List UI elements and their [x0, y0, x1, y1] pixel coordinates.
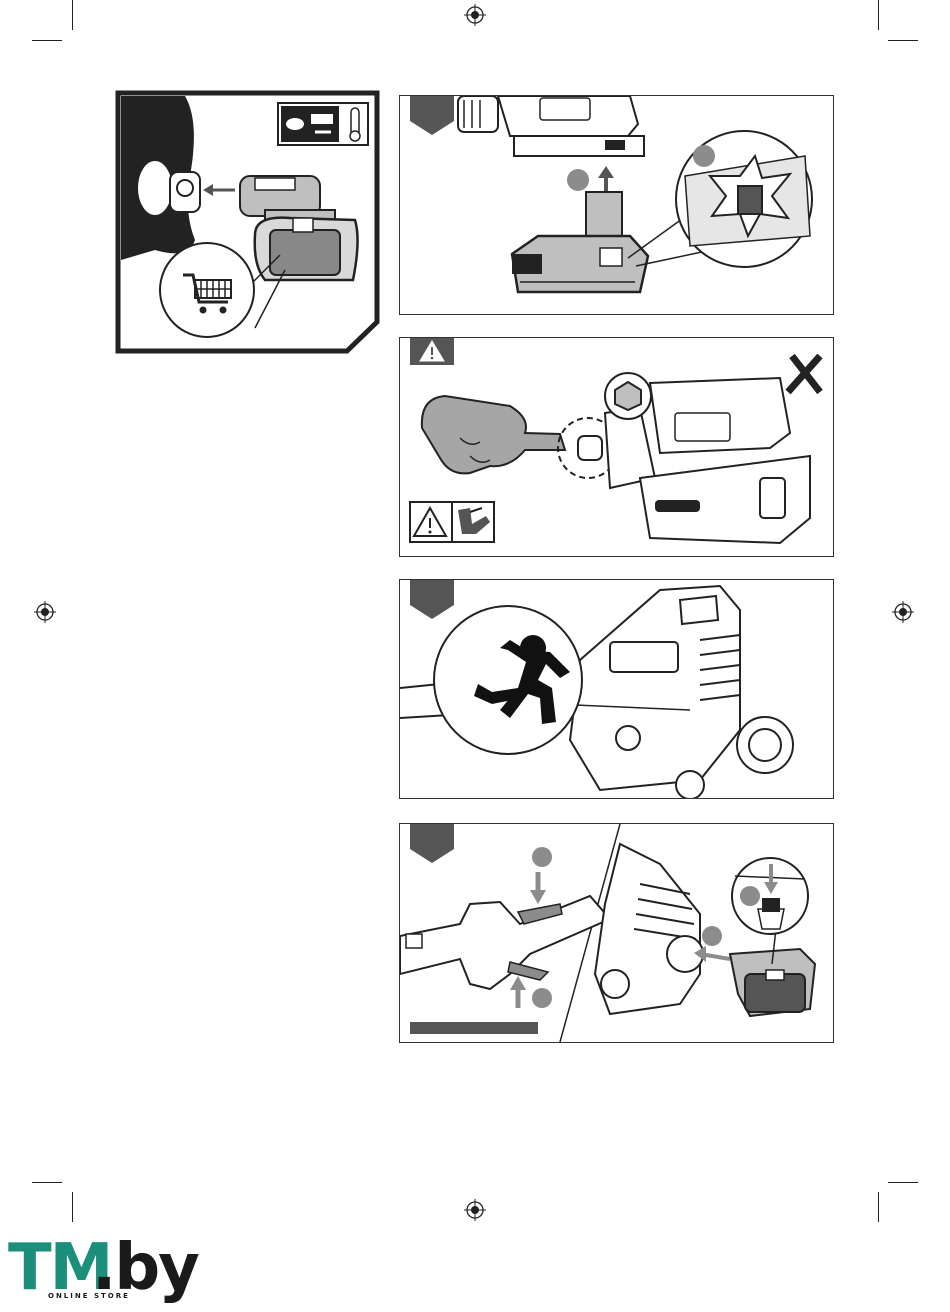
- crop-mark-top-left-h: [32, 40, 62, 41]
- x-mark-icon: [788, 356, 820, 392]
- brand-logo-suffix: .by: [92, 1236, 198, 1300]
- brand-tagline: ONLINE STORE: [48, 1292, 130, 1300]
- crop-mark-top-left-v: [72, 0, 73, 30]
- crop-mark-top-right-v: [878, 0, 879, 30]
- trimmer-motor-head-illustration: [458, 96, 644, 156]
- thermometer-icon: [278, 103, 368, 145]
- engine-unit-illustration: [570, 586, 793, 798]
- battery-pack-illustration: [512, 192, 648, 292]
- crop-mark-bottom-right-v: [878, 1192, 879, 1222]
- panel-warning-shaft: [399, 337, 834, 557]
- registration-mark-left: [34, 601, 56, 623]
- panel-battery-removal: [399, 95, 834, 315]
- panel-run-away: [399, 579, 834, 799]
- tool-shaft-illustration: [558, 378, 810, 543]
- pointing-hand-illustration: [422, 396, 565, 473]
- registration-mark-bottom: [464, 1199, 486, 1221]
- engine-unit-illustration: [595, 844, 703, 1014]
- crop-mark-top-right-h: [888, 40, 918, 41]
- panel-assembly: [399, 823, 834, 1043]
- crop-mark-bottom-right-h: [888, 1182, 918, 1183]
- disposal-figure: [115, 90, 380, 354]
- crop-mark-bottom-left-v: [72, 1192, 73, 1222]
- crop-mark-bottom-left-h: [32, 1182, 62, 1183]
- hexagon-icon: [605, 373, 651, 419]
- registration-mark-top: [464, 4, 486, 26]
- registration-mark-right: [892, 601, 914, 623]
